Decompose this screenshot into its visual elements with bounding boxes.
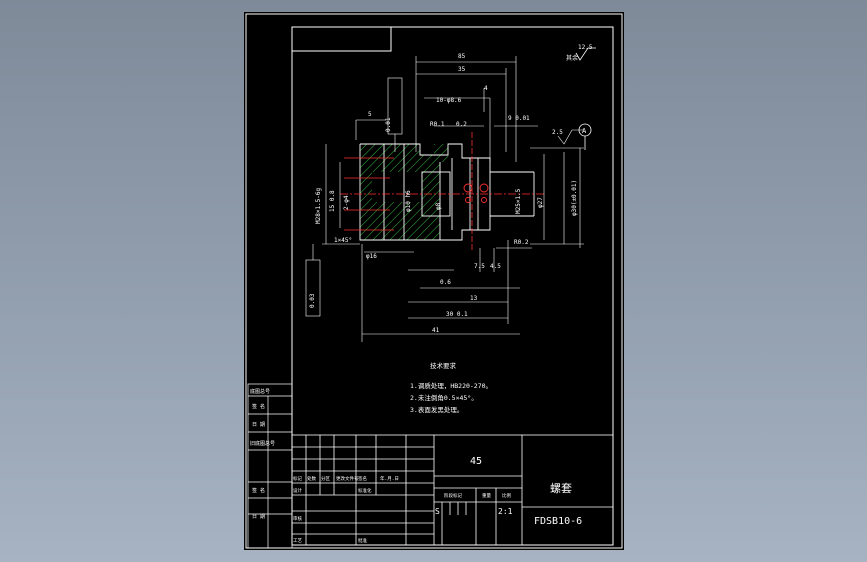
roughness-value: 12.5: [578, 44, 593, 51]
side-label-1: 底图总号: [250, 388, 270, 395]
dim-2phi4: 2-φ4: [343, 195, 350, 210]
header-stage: 阶段标记: [444, 492, 462, 499]
dimension-lines: [305, 56, 584, 342]
dim-phi27: φ27: [537, 197, 544, 208]
rev-date: 年.月.日: [380, 475, 399, 482]
inner-frame: [291, 26, 614, 546]
side-label-column: [247, 383, 293, 549]
role-process: 工艺: [293, 538, 302, 544]
tech-requirements: 技术要求 1.调质处理，HB220-270。 2.未注倒角0.5×45°。 3.…: [410, 361, 492, 414]
dim-75: 7.5: [474, 263, 485, 270]
dim-02: 0.2: [456, 121, 467, 128]
dim-thread-holes: 10-φ8.6: [436, 97, 462, 104]
dim-45: 4.5: [490, 263, 501, 270]
rev-sign: 签名: [358, 475, 367, 482]
tech-item-2: 2.未注倒角0.5×45°。: [410, 393, 478, 402]
dim-left-thread: M28×1.5-6g: [315, 187, 322, 224]
dim-13: 13: [470, 295, 478, 302]
tech-item-3: 3.表面发黑处理。: [410, 405, 463, 414]
dim-25: 2.5: [552, 129, 563, 136]
drawing-sheet: 12.5 其余 A: [244, 12, 624, 550]
title-block: [291, 434, 614, 546]
dim-9: 9 0.01: [508, 115, 530, 122]
role-design: 设计: [293, 487, 302, 494]
dim-left-15: 15 0.8: [329, 190, 336, 212]
side-label-4: 旧底图总号: [250, 440, 275, 447]
part-view: [340, 132, 544, 252]
header-scale: 比例: [502, 492, 511, 499]
title-block-texts: 45 螺套 FDSB10-6 2:1 S 阶段标记 重量 比例 标记 处数 分区…: [293, 456, 582, 544]
dim-30: 30 0.1: [446, 311, 468, 318]
dim-4: 4: [484, 85, 488, 92]
dim-r01: R0.1: [430, 121, 445, 128]
rev-count: 处数: [307, 475, 316, 482]
roughness-rest: 其余: [566, 54, 578, 62]
rev-zone: 分区: [321, 475, 330, 482]
role-review: 审核: [293, 515, 302, 522]
tech-item-1: 1.调质处理，HB220-270。: [410, 381, 492, 390]
dim-r02: R0.2: [514, 239, 529, 246]
side-label-3: 日 期: [252, 422, 265, 428]
tol-001: 0.01: [385, 117, 392, 132]
side-label-2: 签 名: [252, 403, 265, 410]
dim-41: 41: [432, 327, 440, 334]
side-label-6: 日 期: [252, 514, 265, 520]
role-standard: 标准化: [358, 487, 372, 494]
rev-mark: 标记: [293, 475, 302, 482]
tol-003: 0.03: [309, 293, 316, 308]
drawing-canvas: 12.5 其余 A: [245, 13, 623, 549]
dim-phi8: φ8: [435, 202, 442, 210]
roughness-note: 12.5 其余: [566, 44, 596, 62]
datum-a: A: [578, 123, 592, 150]
dim-5: 5: [368, 111, 372, 118]
datum-label: A: [582, 127, 587, 135]
side-label-texts: 底图总号 签 名 日 期 旧底图总号 签 名 日 期: [250, 388, 275, 520]
dim-m25: M25×1.5: [515, 188, 522, 214]
role-approve: 批准: [358, 537, 367, 544]
roughness-symbol: [575, 47, 596, 61]
side-label-5: 签 名: [252, 487, 265, 494]
outer-frame: [245, 13, 623, 549]
header-weight: 重量: [482, 492, 491, 499]
scale-value: 2:1: [498, 507, 513, 516]
dim-phi10: φ10 h6: [405, 190, 412, 212]
dim-85: 85: [458, 53, 466, 60]
rev-doc: 更改文件号: [336, 475, 359, 482]
code-box: [291, 26, 392, 52]
dim-phi30: φ30(±0.01): [571, 180, 578, 216]
dim-phi16: φ16: [366, 253, 377, 260]
scale-marks: S: [435, 507, 440, 516]
part-outline: [359, 143, 491, 241]
dimension-texts: 85 35 4 10-φ8.6 R0.1 0.2 9 0.01 2.5 5 0.…: [309, 53, 578, 334]
dim-1x45: 1×45°: [334, 237, 352, 244]
material-label: 45: [470, 456, 482, 467]
dim-06: 0.6: [440, 279, 451, 286]
dim-35: 35: [458, 66, 466, 73]
drawing-number: FDSB10-6: [534, 516, 582, 527]
part-title: 螺套: [550, 482, 572, 495]
tech-title: 技术要求: [430, 361, 457, 370]
